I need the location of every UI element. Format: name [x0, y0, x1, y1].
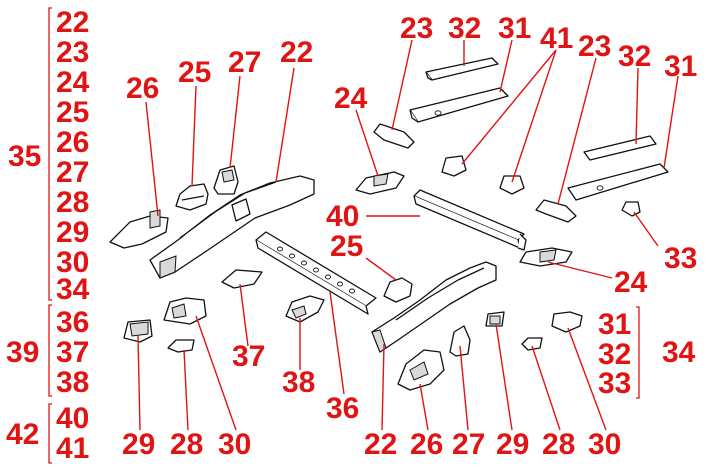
bracket-35	[48, 7, 52, 301]
group-item-24: 24	[56, 66, 90, 99]
legend-group-35: 35 22 23 24 25 26 27 28 29 30 34	[8, 6, 90, 306]
callout-27-upper: 27	[228, 46, 261, 79]
group-item-33: 33	[598, 367, 631, 400]
callout-28-right: 28	[542, 428, 575, 461]
callout-36: 36	[326, 392, 359, 425]
part-30-bracket-right	[551, 311, 583, 333]
group-item-40: 40	[56, 402, 89, 435]
callout-24-upper: 24	[334, 82, 368, 115]
callout-33: 33	[664, 242, 697, 275]
part-28-clip-right	[521, 337, 543, 351]
part-41-clip-right	[499, 175, 525, 195]
part-25-dome-lower	[383, 277, 413, 303]
callout-29-right: 29	[496, 428, 529, 461]
part-28-clip-left	[167, 339, 195, 353]
bracket-39	[48, 304, 52, 397]
legend-group-39: 39 36 37 38	[6, 304, 89, 399]
part-23-bracket-right	[535, 199, 577, 223]
group-label-34: 34	[662, 336, 696, 369]
callout-31-upper: 31	[498, 12, 531, 45]
part-37-plate	[221, 269, 263, 289]
group-item-34: 34	[56, 273, 90, 306]
callout-22-lower: 22	[364, 428, 397, 461]
group-item-26: 26	[56, 126, 89, 159]
part-31-beam-upper	[409, 87, 509, 123]
part-23-bracket-upper	[373, 123, 415, 149]
legend-group-42: 42 40 41	[6, 402, 89, 465]
part-36-perforated-rail	[255, 231, 377, 315]
group-item-27: 27	[56, 156, 89, 189]
group-item-31: 31	[598, 308, 631, 341]
part-27-box-upper	[213, 165, 239, 195]
part-26-bracket-lower	[397, 349, 445, 391]
group-item-37: 37	[56, 336, 89, 369]
part-40-cross-member	[413, 189, 527, 251]
callout-26-upper: 26	[126, 72, 159, 105]
group-item-23: 23	[56, 36, 89, 69]
callout-22-upper: 22	[280, 36, 313, 69]
part-33-bracket	[621, 201, 641, 217]
group-item-25: 25	[56, 96, 89, 129]
rail-holes	[277, 246, 355, 294]
group-item-28: 28	[56, 186, 89, 219]
group-item-22: 22	[56, 6, 89, 39]
part-32-beam-right	[583, 135, 657, 161]
callout-27-lower: 27	[452, 428, 485, 461]
part-32-beam-upper	[425, 57, 499, 81]
callout-30-right: 30	[588, 428, 621, 461]
group-label-35: 35	[8, 140, 41, 173]
part-27-box-lower	[449, 325, 471, 357]
bracket-34	[636, 306, 640, 399]
part-29-block-right	[485, 311, 505, 327]
callout-30-left: 30	[218, 428, 251, 461]
part-41-clip-left	[441, 155, 467, 177]
callout-37: 37	[232, 340, 265, 373]
group-label-42: 42	[6, 418, 39, 451]
callout-23-upper: 23	[400, 12, 433, 45]
callout-38: 38	[282, 366, 315, 399]
group-item-41: 41	[56, 432, 89, 465]
part-24-bracket-upper	[355, 171, 405, 195]
part-29-block-left	[123, 319, 153, 343]
bracket-42	[48, 403, 52, 464]
callout-31-right: 31	[664, 50, 697, 83]
callout-29-left: 29	[122, 428, 155, 461]
callout-28-left: 28	[170, 428, 203, 461]
part-22-left-side-rail	[149, 175, 315, 279]
callout-25-lower: 25	[330, 230, 363, 263]
callout-41: 41	[540, 22, 573, 55]
leader-lines	[137, 39, 679, 431]
group-item-30: 30	[56, 246, 89, 279]
part-24-bracket-lower	[519, 247, 573, 267]
part-22-right-side-rail	[371, 261, 497, 353]
callout-40: 40	[326, 200, 359, 233]
callout-numbers: 26 25 27 22 23 32 31 41 23 32 31 24 40 2…	[122, 12, 697, 461]
group-label-39: 39	[6, 336, 39, 369]
group-item-32: 32	[598, 338, 631, 371]
group-item-29: 29	[56, 216, 89, 249]
callout-25-upper: 25	[178, 56, 211, 89]
callout-32-upper: 32	[448, 12, 481, 45]
part-25-dome-upper	[175, 183, 209, 211]
callout-24-lower: 24	[614, 266, 648, 299]
part-26-bracket-left	[109, 209, 169, 249]
group-item-36: 36	[56, 306, 89, 339]
callout-23-right: 23	[578, 30, 611, 63]
callout-26-lower: 26	[410, 428, 443, 461]
group-item-38: 38	[56, 366, 89, 399]
legend-group-34: 34 31 32 33	[598, 306, 696, 400]
part-30-bracket-left	[163, 297, 207, 325]
callout-32-right: 32	[618, 40, 651, 73]
part-38-bracket	[285, 295, 325, 323]
part-31-beam-right	[567, 163, 669, 201]
